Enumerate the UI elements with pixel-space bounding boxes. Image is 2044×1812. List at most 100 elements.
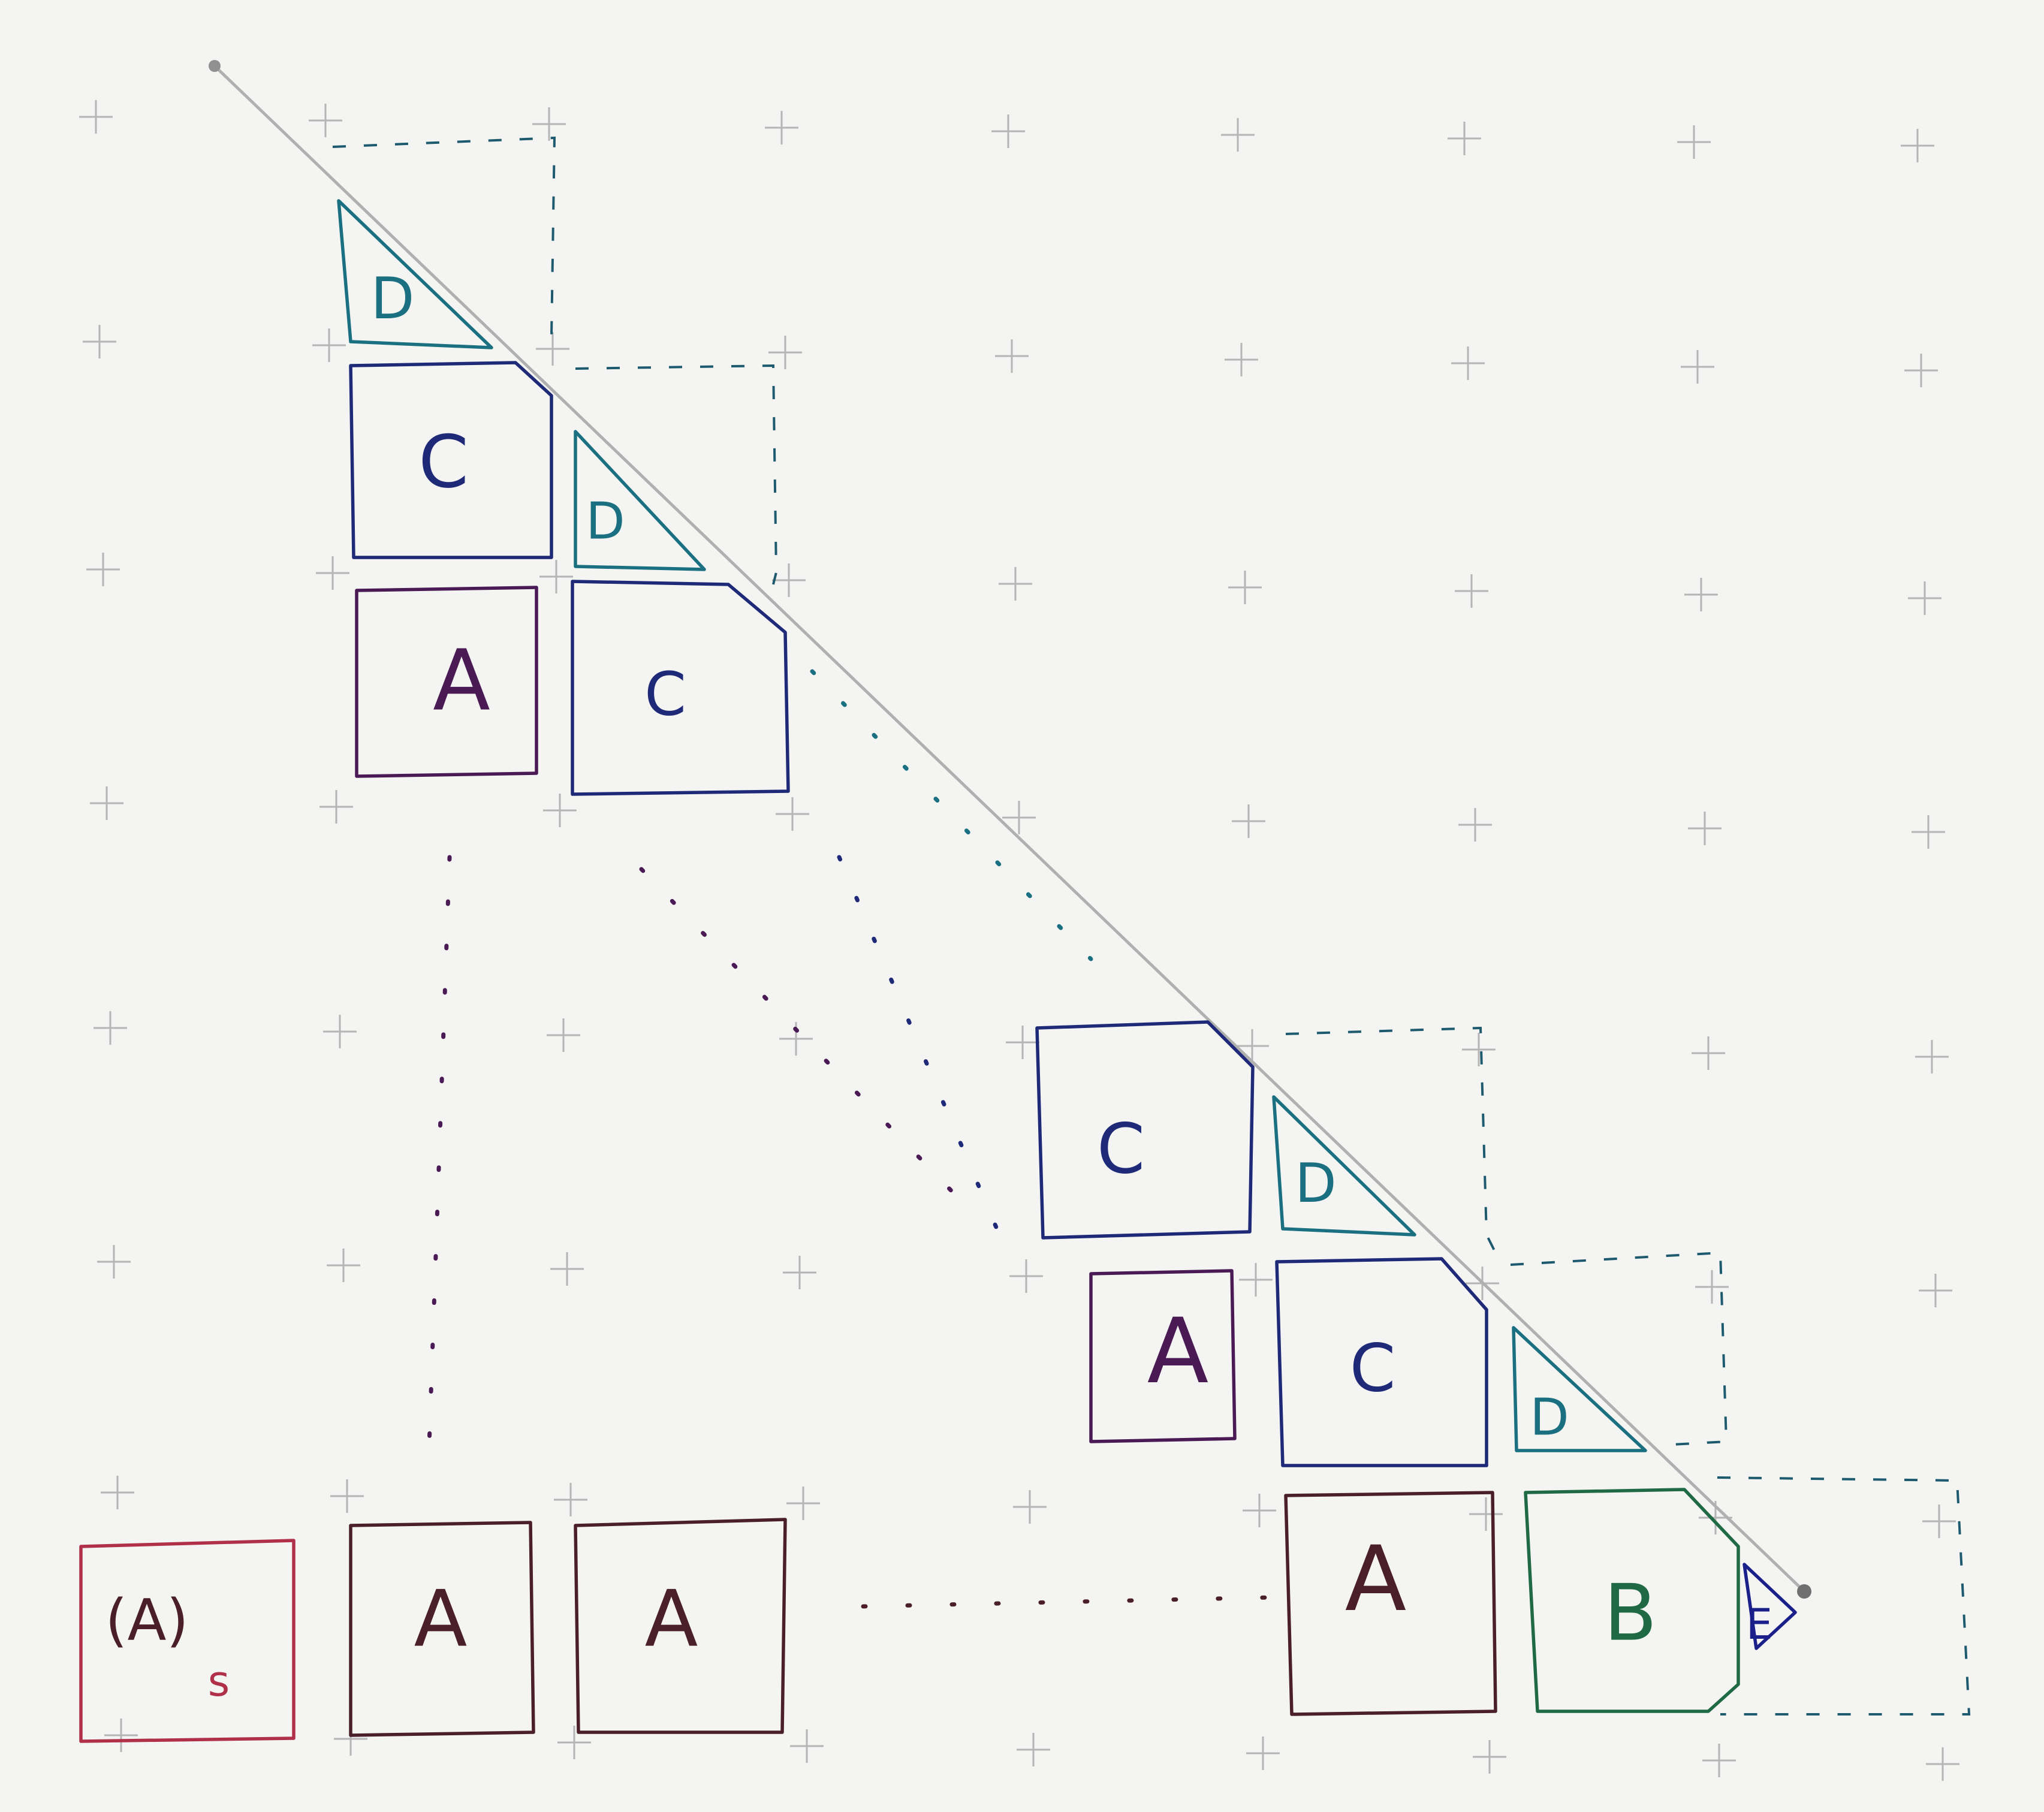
grid-cross-mark [1926,1747,1959,1781]
grid-cross-mark [330,1479,364,1513]
diagonal-end-point [1797,1584,1811,1599]
continuation-dots [861,1595,1273,1609]
grid-cross-mark [1451,346,1485,380]
grid-cross-mark [1225,343,1258,376]
grid-cross-mark [1692,1036,1725,1070]
grid-cross-mark [104,1718,138,1752]
grid-cross-mark [327,1249,360,1282]
tile-a [574,1518,787,1734]
grid-cross-mark [1232,804,1265,838]
grid-cross-mark [1681,350,1714,384]
grid-cross-mark [543,794,577,827]
continuation-dots [810,669,1093,961]
tile-e [1742,1563,1797,1650]
continuation-dots [639,867,961,1201]
grid-cross-mark [768,336,802,369]
continuation-dots [837,855,1009,1255]
tile-label-e: E [1746,1600,1772,1649]
grid-cross-mark [995,339,1029,373]
grid-cross-mark [101,1476,134,1509]
grid-cross-mark [316,556,349,590]
grid-cross-mark [1901,129,1934,162]
tile-d [337,199,493,349]
tile-label-d: D [1530,1388,1569,1447]
grid-cross-mark [97,1245,131,1279]
grid-cross-mark [1239,1263,1273,1297]
dashed-square [1510,1251,1728,1446]
grid-cross-mark [1922,1505,1956,1538]
grid-cross-mark [991,114,1025,148]
grid-cross-mark [1908,581,1942,615]
tile-label-a: A [1345,1527,1407,1632]
dashed-square [575,364,778,585]
grid-cross-mark [790,1729,824,1763]
grid-cross-mark [554,1483,587,1516]
tile-label-a: A [645,1573,698,1665]
grid-cross-mark [1473,1740,1506,1774]
grid-cross-mark [1246,1736,1280,1770]
grid-cross-mark [1235,1029,1269,1063]
tile-label-c: C [1350,1329,1396,1406]
tile-a [349,1521,535,1737]
tile-label-a: A [433,632,490,730]
tile-a [1089,1269,1237,1443]
grid-cross-mark [1469,1497,1503,1531]
grid-cross-mark [86,553,120,586]
grid-cross-mark [309,104,342,137]
tile-c [1035,1020,1255,1240]
grid-cross-mark [1009,1259,1043,1293]
tile-label-d: D [1295,1152,1336,1215]
tile-a [1284,1491,1497,1716]
tile-label-c: C [644,659,686,729]
grid-cross-mark [1702,1744,1736,1777]
tile-c [1275,1257,1488,1467]
dotted-square [1717,1476,1971,1715]
grid-cross-mark [547,1018,580,1052]
tile-d [1272,1095,1416,1237]
grid-cross-mark [1695,1270,1729,1304]
tile-a [355,586,538,778]
tile-label-c: C [418,421,469,505]
grid-cross-mark [786,1487,820,1520]
grid-cross-mark [772,563,806,597]
tile-label-d: D [586,492,625,551]
tile-label-a-paren: (A) [105,1588,188,1654]
grid-cross-mark [532,107,566,141]
grid-cross-mark [1462,1033,1496,1066]
grid-cross-mark [90,786,123,820]
grid-cross-mark [1684,578,1718,611]
grid-cross-mark [1221,118,1255,152]
grid-cross-mark [79,100,113,134]
grid-cross-mark [1915,1040,1949,1074]
dashed-square [1285,1026,1500,1259]
grid-cross-mark [323,1015,357,1048]
tile-d [1512,1326,1647,1452]
grid-cross-mark [557,1726,591,1759]
grid-cross-mark [1458,808,1492,842]
grid-cross-mark [83,325,116,358]
grid-cross-mark [1688,812,1722,845]
continuation-dots [426,855,452,1465]
grid-cross-mark [550,1252,584,1286]
grid-cross-mark [1243,1494,1276,1527]
grid-cross-mark [1017,1733,1050,1766]
grid-cross-mark [1448,122,1481,155]
tile-label-b: B [1603,1567,1657,1659]
grid-cross-mark [539,560,573,593]
grid-cross-mark [1677,125,1711,159]
grid-cross-mark [1013,1490,1047,1524]
tile-b [1524,1488,1740,1713]
grid-cross-mark [1228,571,1262,604]
grid-cross-mark [312,328,346,362]
tile-c [349,361,553,559]
grid-cross-mark [1006,1026,1039,1059]
tile-a-start [79,1539,296,1743]
tile-label-d: D [370,266,414,332]
grid-cross-mark [783,1256,816,1289]
grid-cross-mark [536,332,569,366]
grid-marks [79,100,1959,1781]
grid-cross-mark [319,790,353,824]
tile-d [574,430,706,571]
dashed-square [332,136,556,336]
diagonal-line [213,65,1805,1593]
